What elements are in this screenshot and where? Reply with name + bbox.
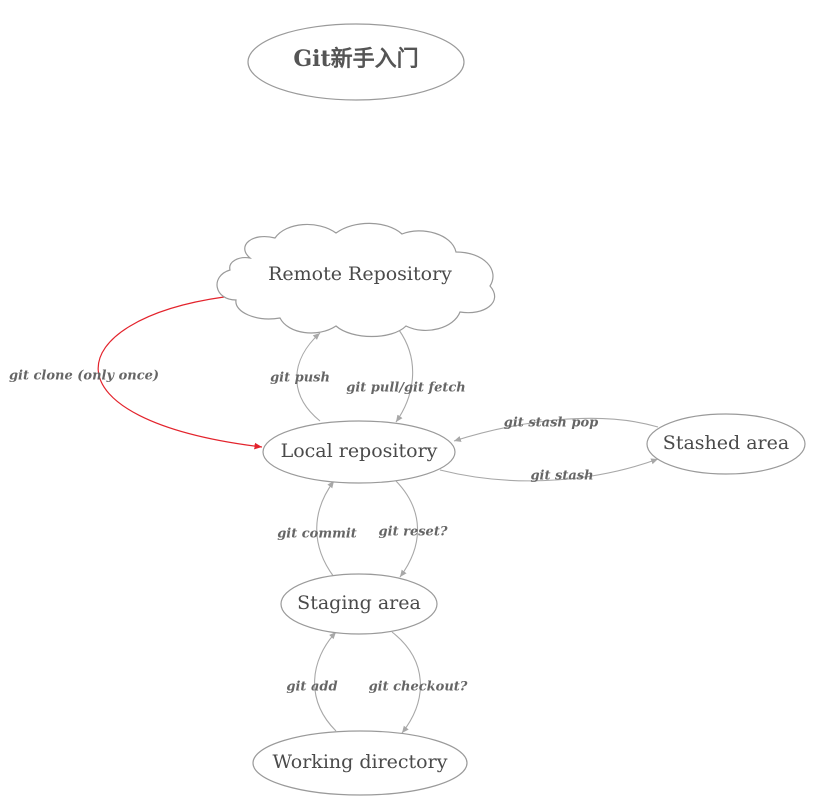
edge-git-stash: [439, 458, 659, 482]
label-git-clone: git clone (only once): [9, 369, 159, 384]
label-git-reset: git reset?: [379, 525, 448, 540]
edge-git-add: [314, 631, 337, 732]
title-node: Git新手入门: [247, 23, 465, 101]
node-label-remote: Remote Repository: [268, 263, 452, 285]
edge-git-reset: [395, 480, 419, 578]
node-local-repository: Local repository: [262, 420, 456, 484]
label-git-checkout: git checkout?: [369, 680, 468, 695]
edge-git-pull-fetch: [395, 329, 414, 423]
edge-git-stash-pop: [453, 417, 659, 442]
edge-git-commit: [316, 480, 335, 578]
edge-git-clone: [97, 296, 263, 450]
label-git-stash: git stash: [530, 469, 593, 484]
node-staging-area: Staging area: [280, 573, 438, 635]
label-git-pull-fetch: git pull/git fetch: [346, 381, 466, 396]
label-git-commit: git commit: [277, 527, 357, 542]
node-label-working: Working directory: [273, 751, 448, 773]
node-remote-repository: Remote Repository: [216, 222, 496, 338]
edge-git-checkout: [391, 631, 421, 734]
edge-git-push: [296, 332, 321, 422]
label-git-push: git push: [270, 371, 330, 386]
node-working-directory: Working directory: [252, 730, 468, 796]
page-title: Git新手入门: [293, 46, 418, 72]
node-stashed-area: Stashed area: [646, 413, 806, 475]
node-label-local: Local repository: [281, 440, 438, 462]
label-git-add: git add: [286, 680, 337, 695]
label-git-stash-pop: git stash pop: [504, 416, 598, 431]
node-label-staging: Staging area: [297, 592, 421, 614]
node-label-stashed: Stashed area: [663, 432, 789, 454]
cloud-shape: [216, 222, 496, 338]
